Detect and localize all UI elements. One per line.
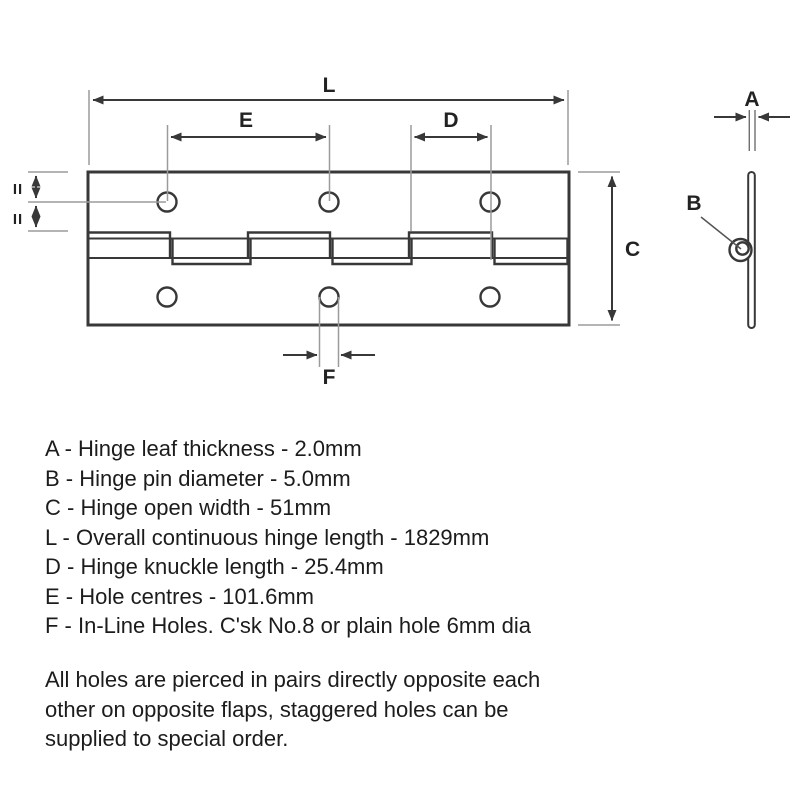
legend-line-B: B - Hinge pin diameter - 5.0mm [45, 465, 351, 491]
dim-label-A: A [744, 88, 759, 111]
equal-mark-upper: II [13, 181, 23, 198]
dim-label-C: C [625, 238, 640, 261]
equal-mark-lower: II [13, 211, 23, 228]
dimension-equal-marks: II II [13, 171, 166, 232]
dimension-hole-centres: E [166, 109, 331, 201]
dim-label-E: E [239, 109, 253, 132]
hinge-body-outline [86, 170, 571, 327]
top-leaf-knuckles [88, 231, 494, 258]
holes-note: All holes are pierced in pairs directly … [45, 665, 540, 754]
hole [318, 286, 340, 308]
dimension-leaf-thickness: A [714, 88, 790, 151]
screw-holes [156, 191, 501, 308]
dim-label-B: B [686, 192, 701, 215]
note-line-2: other on opposite flaps, staggered holes… [45, 696, 509, 722]
dimension-knuckle-length: D [410, 109, 492, 260]
note-line-3: supplied to special order. [45, 726, 289, 751]
dimension-legend: A - Hinge leaf thickness - 2.0mm B - Hin… [45, 434, 531, 641]
legend-line-F: F - In-Line Holes. C'sk No.8 or plain ho… [45, 613, 531, 638]
legend-line-D: D - Hinge knuckle length - 25.4mm [45, 554, 384, 579]
bottom-leaf-knuckles [171, 238, 569, 266]
note-line-1: All holes are pierced in pairs directly … [45, 667, 541, 692]
legend-line-A: A - Hinge leaf thickness - 2.0mm [45, 436, 362, 461]
dim-label-L: L [323, 74, 336, 97]
dim-label-F: F [323, 366, 336, 389]
legend-line-C: C - Hinge open width - 51mm [45, 495, 332, 520]
legend-line-L: L - Overall continuous hinge length - 18… [45, 524, 490, 550]
hinge-side-view: A B [686, 88, 790, 329]
dimension-overall-length: L [88, 74, 569, 165]
legend-line-E: E - Hole centres - 101.6mm [45, 583, 314, 609]
dim-label-D: D [443, 109, 458, 132]
hinge-top-view: L E D C [13, 74, 640, 389]
hinge-technical-drawing: L E D C [13, 74, 790, 389]
hole [156, 286, 178, 308]
dimension-open-width: C [578, 171, 640, 326]
hole [479, 191, 501, 213]
hole [479, 286, 501, 308]
dimension-pin: B [686, 192, 742, 250]
dimension-inline-holes: F [283, 297, 375, 389]
